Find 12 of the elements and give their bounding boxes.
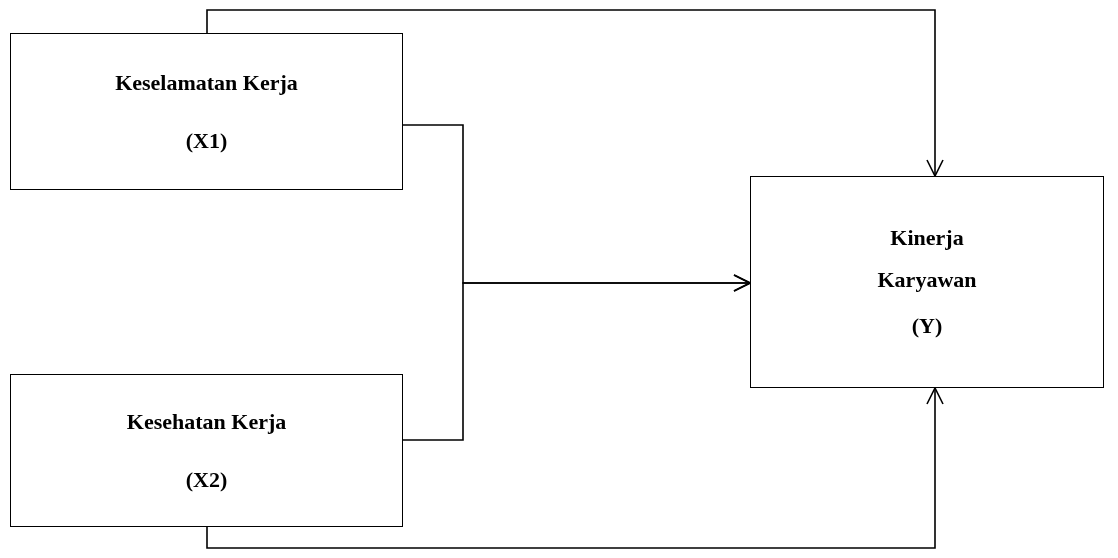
variable-box — [750, 176, 1104, 388]
variable-label: Kesehatan Kerja — [126, 407, 287, 436]
variable-label: (X1) — [185, 126, 228, 155]
variable-label: (Y) — [911, 311, 943, 340]
variable-label: Kinerja Karyawan — [876, 224, 978, 295]
variable-box — [10, 33, 403, 190]
variable-box — [10, 374, 403, 527]
connector-arrow — [402, 274, 751, 441]
connector-arrow — [206, 9, 944, 177]
connector-arrow — [206, 387, 944, 549]
variable-label: (X2) — [185, 465, 228, 494]
variable-label: Keselamatan Kerja — [115, 68, 298, 97]
